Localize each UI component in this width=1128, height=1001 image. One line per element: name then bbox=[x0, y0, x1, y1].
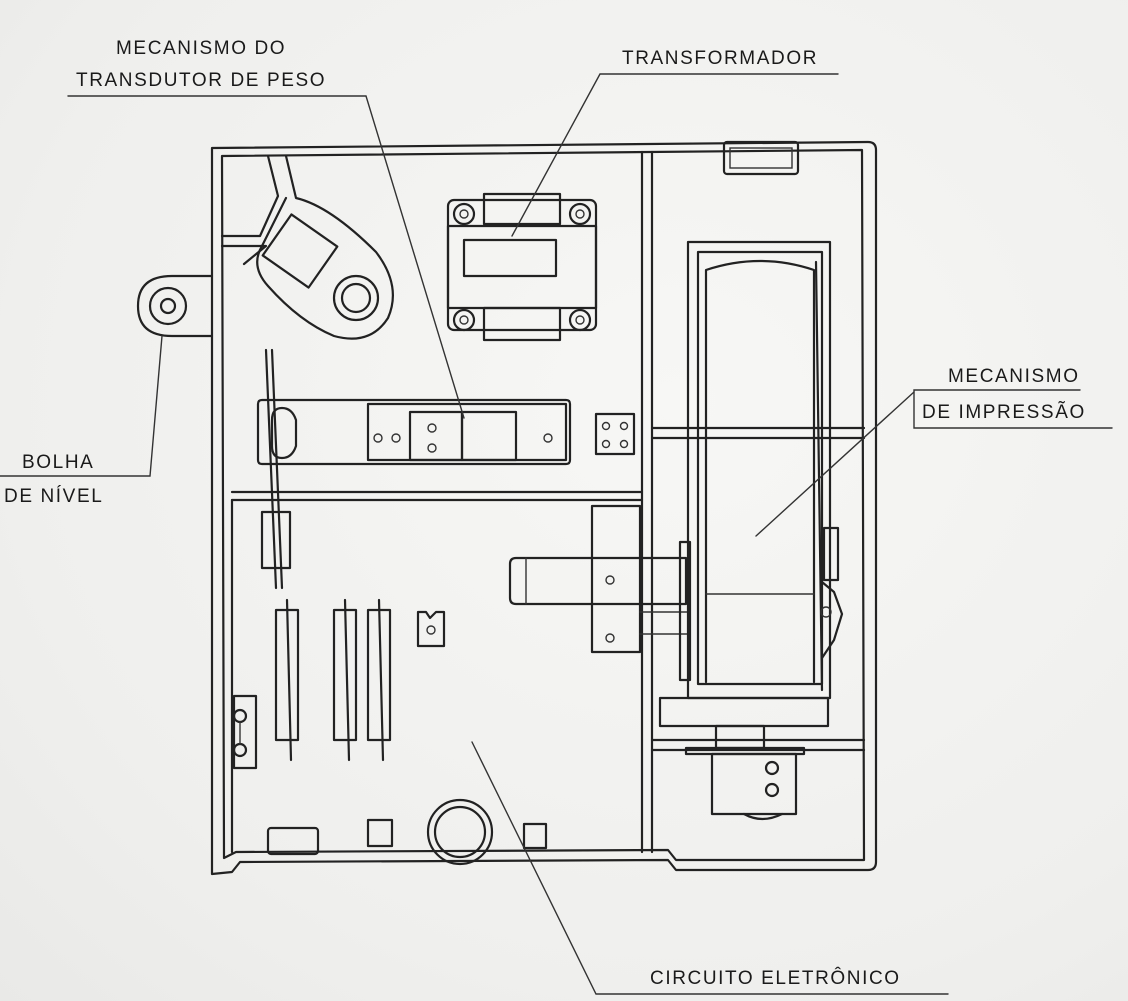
circuit-board-components bbox=[232, 598, 548, 866]
level-bubble-label-line1: BOLHA bbox=[22, 452, 95, 473]
leader-underline-print-mechanism bbox=[913, 389, 1113, 429]
partition-walls bbox=[230, 150, 866, 854]
printer-drive-arm bbox=[508, 504, 692, 682]
weight-transducer-arm bbox=[220, 154, 394, 340]
leader-lines bbox=[0, 73, 1113, 995]
housing-outline bbox=[210, 140, 878, 876]
vertical-cable bbox=[260, 348, 292, 590]
print-mechanism-label-line2: DE IMPRESSÃO bbox=[922, 402, 1086, 423]
leader-line-transformer bbox=[511, 73, 839, 237]
leader-line-print-mechanism bbox=[755, 391, 915, 537]
leader-line-level-bubble bbox=[0, 335, 163, 477]
top-connector-inner bbox=[729, 147, 793, 169]
level-bubble-label-line2: DE NÍVEL bbox=[4, 486, 104, 507]
level-bubble bbox=[136, 274, 214, 338]
electronic-circuit-label: CIRCUITO ELETRÔNICO bbox=[650, 968, 901, 989]
weight-transducer-label-line2: TRANSDUTOR DE PESO bbox=[76, 70, 327, 91]
leader-line-electronic-circuit bbox=[471, 741, 949, 995]
transformer bbox=[446, 192, 598, 342]
load-cell-bar bbox=[256, 398, 636, 466]
print-mechanism-label-line1: MECANISMO bbox=[948, 366, 1080, 387]
top-connector bbox=[722, 140, 800, 176]
leader-line-weight-transducer bbox=[67, 95, 465, 419]
weight-transducer-label-line1: MECANISMO DO bbox=[116, 38, 287, 59]
print-mechanism bbox=[658, 240, 844, 821]
transformer-label: TRANSFORMADOR bbox=[622, 48, 819, 69]
